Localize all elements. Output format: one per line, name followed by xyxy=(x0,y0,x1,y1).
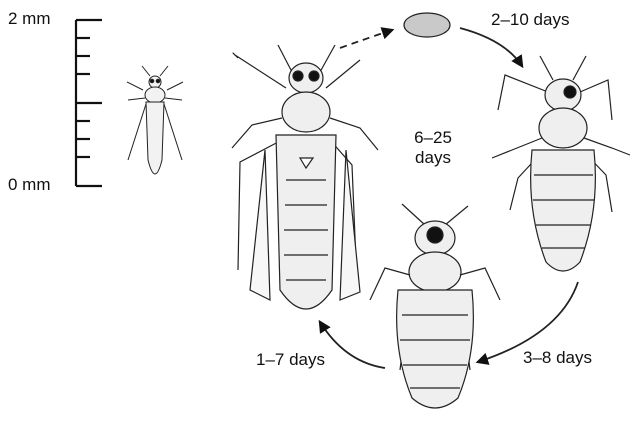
scale-top-label: 2 mm xyxy=(8,9,51,29)
pupa-to-adult-label: 1–7 days xyxy=(256,350,325,370)
egg-to-larva-label: 2–10 days xyxy=(491,10,569,30)
pupa xyxy=(370,204,500,408)
larva-to-prepupa-label: 3–8 days xyxy=(523,348,592,368)
egg xyxy=(404,13,450,37)
arrow-egg-to-larva xyxy=(460,28,522,66)
adult-lifespan-label: 6–25 days xyxy=(398,128,468,168)
larva xyxy=(492,56,630,271)
arrow-adult-to-egg xyxy=(340,30,392,48)
adult-thrips xyxy=(232,45,378,309)
arrow-pupa-to-adult xyxy=(320,322,385,368)
adult-thrips-to-scale xyxy=(127,66,183,174)
scale-bar xyxy=(76,20,102,186)
scale-bottom-label: 0 mm xyxy=(8,175,51,195)
